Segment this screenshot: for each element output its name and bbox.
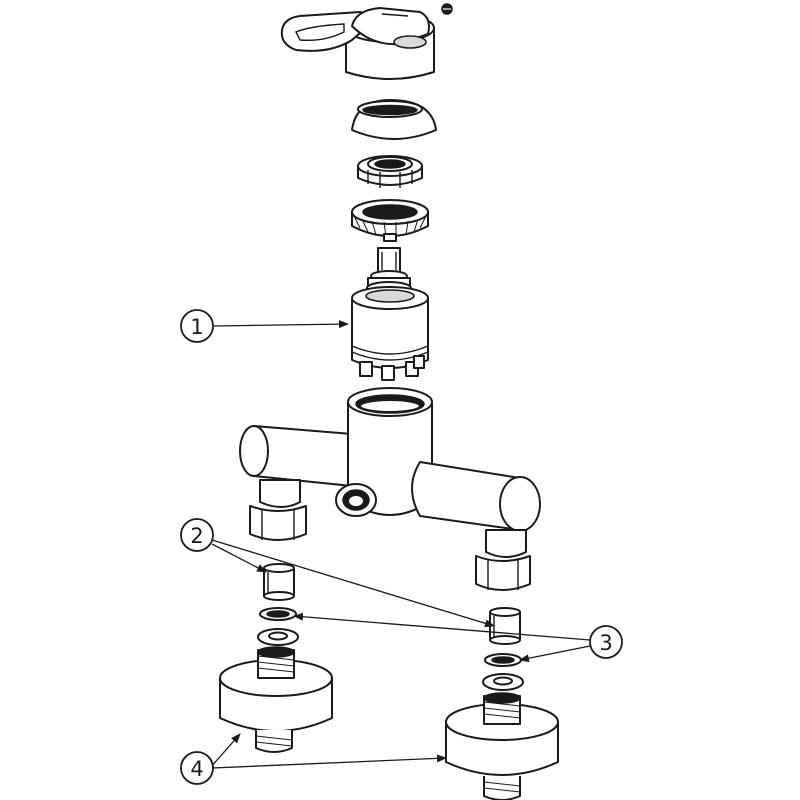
callout-1-label: 1 [190, 315, 203, 339]
gasket-right [482, 653, 524, 691]
mixer-body [239, 387, 541, 591]
callout-4: 4 [180, 751, 214, 785]
sleeve-right [489, 607, 521, 645]
callout-1: 1 [180, 309, 214, 343]
threaded-ring [351, 199, 429, 242]
cartridge [351, 247, 429, 381]
nut-ring [357, 155, 423, 188]
callout-3: 3 [589, 625, 623, 659]
sleeve-left [263, 563, 295, 601]
callout-3-label: 3 [599, 631, 612, 655]
callout-2-label: 2 [190, 524, 203, 548]
eccentric-left [219, 646, 333, 753]
callout-4-label: 4 [190, 757, 203, 781]
gasket-left [257, 607, 299, 646]
eccentric-right [445, 692, 559, 800]
lever-handle [280, 3, 453, 80]
leader-lines [209, 320, 591, 769]
dome-cover [351, 99, 437, 140]
callout-2: 2 [180, 518, 214, 552]
